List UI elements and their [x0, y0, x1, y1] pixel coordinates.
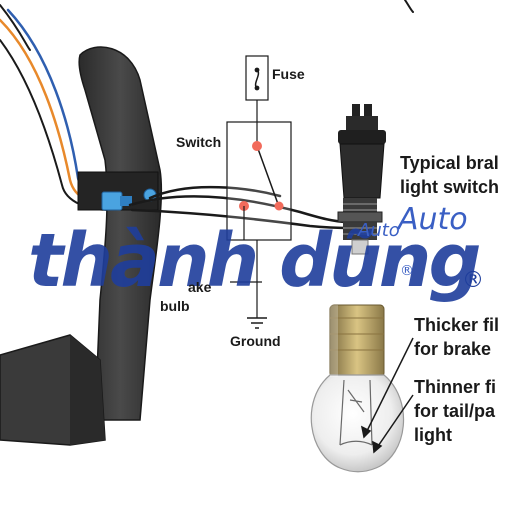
bulb-icon [310, 304, 405, 473]
ground-label: Ground [230, 333, 281, 349]
watermark-auto-small: Auto [358, 220, 400, 241]
thinner-callout-line1: Thinner fi [414, 377, 496, 397]
ground-icon [247, 317, 267, 329]
brake-light-switch-icon [337, 104, 386, 255]
switch-label: Switch [176, 134, 222, 150]
bulb-label: bulb [160, 298, 190, 314]
switch-box [226, 121, 292, 318]
watermark-registered-large: ® [462, 268, 484, 293]
wire-connector-icon [101, 188, 157, 211]
thicker-callout-line2: for brake [414, 339, 492, 359]
watermark-auto-large: Auto [398, 202, 468, 237]
watermark-registered-small: ® [400, 263, 414, 279]
switch-callout-line1: Typical bral [400, 153, 499, 173]
bulb-partial-label: ake [188, 279, 212, 295]
fuse-icon [245, 55, 269, 122]
thinner-callout-line2: for tail/pa [414, 401, 496, 421]
switch-node [274, 201, 284, 211]
thinner-callout-line3: light [414, 425, 452, 445]
thicker-callout-line1: Thicker fil [414, 315, 500, 335]
switch-wires [128, 185, 354, 230]
callout-arrows [360, 337, 414, 454]
switch-node [252, 141, 262, 151]
watermark-brand: thành dũng [28, 218, 481, 304]
switch-callout-line2: light switch [400, 177, 499, 197]
fuse-label: Fuse [272, 66, 305, 82]
